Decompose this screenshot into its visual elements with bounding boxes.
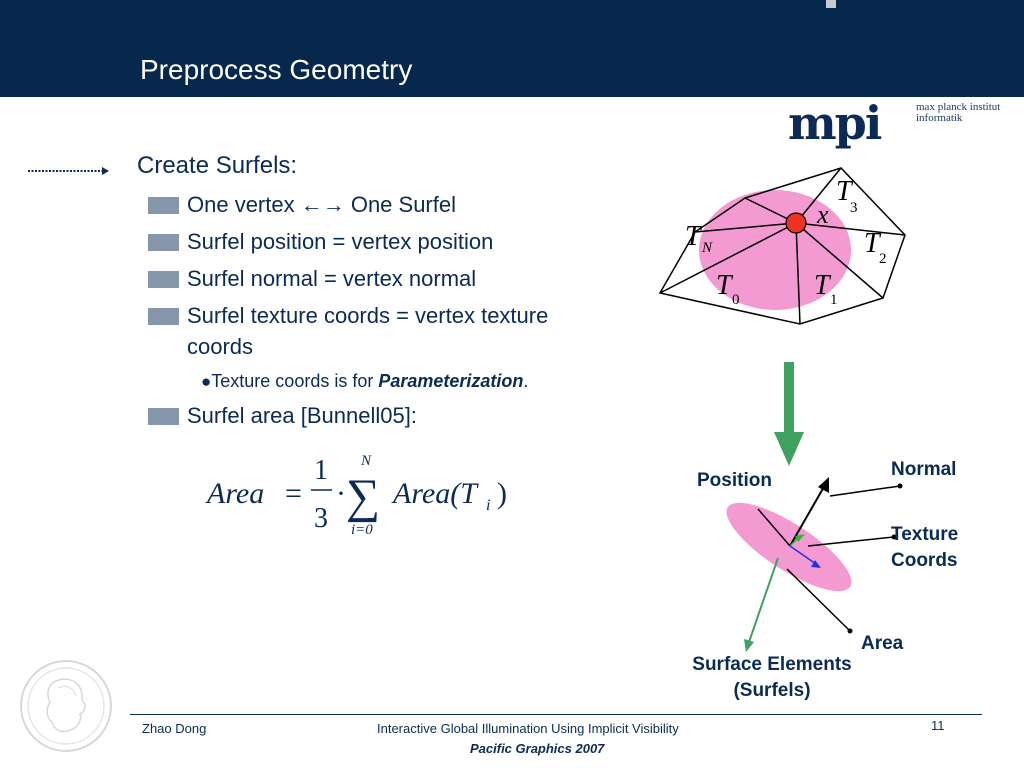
bullet-square-icon [148,197,179,214]
footer-author: Zhao Dong [142,721,207,736]
mesh-edge [795,222,906,236]
label-t1: T [814,270,832,301]
label-normal: Normal [891,459,957,480]
footer-conference: Pacific Graphics 2007 [470,741,605,756]
sub-bullet-text: Texture coords is for [211,371,379,391]
logo-line-2: informatik [916,112,963,124]
bullet-square-icon [148,234,179,251]
mesh-edge [795,167,842,224]
formula-lhs: Area [205,477,264,510]
page-number: 11 [931,718,945,733]
bullet-item-continued: coords [187,334,254,359]
sum-lower-limit: i=0 [351,522,373,538]
bullet-item: Surfel area [Bunnell05]: [187,403,417,428]
bullet-square-icon [148,271,179,288]
label-texture-coords: Texture Coords [891,522,958,574]
bullet-item: One vertex ←→ One Surfel [187,192,456,217]
area-leader [786,568,851,632]
sub-bullet-suffix: . [523,371,529,391]
sub-bullet: ●Texture coords is for Parameterization. [201,371,528,392]
label-texture-line-1: Texture [891,524,959,545]
surfel-diagram [726,477,903,652]
surfel-ellipse [726,502,852,592]
label-position: Position [697,470,772,491]
label-surface-elements: Surface Elements (Surfels) [676,652,868,704]
label-t3: T [836,176,854,207]
footer-divider [130,714,982,715]
slide-title: Preprocess Geometry [140,54,413,85]
label-surface-line-2: (Surfels) [733,680,811,701]
mesh-edge [795,222,884,299]
surfel-disk [699,190,851,310]
sum-sign: ∑ [346,470,380,523]
bullet-square-icon [148,408,179,425]
normal-leader [829,485,901,497]
label-texture-line-2: Coords [891,550,958,571]
slide-header: Preprocess Geometry [0,0,1024,97]
label-x: x [816,200,829,229]
minerva-seal-icon [20,660,112,752]
mpi-logo: mpi [788,96,882,150]
formula-term-close: ) [497,477,507,510]
dotted-arrow-icon [28,167,109,175]
texture-leader [807,536,895,547]
section-heading: Create Surfels: [137,152,298,179]
sum-upper-limit: N [360,453,372,469]
normal-arrowhead [818,477,829,493]
formula-term-subscript: i [486,497,490,514]
down-arrow-icon [774,362,804,466]
formula-fraction-denominator: 3 [314,503,328,534]
normal-arrow [789,484,826,547]
label-t1-sub: 1 [830,292,838,308]
area-formula: Area = 1 3 · N ∑ i=0 Area(T i ) [205,453,507,538]
bullet-item: Surfel texture coords = vertex texture [187,303,549,328]
surfel-leader [748,557,779,643]
label-surface-line-1: Surface Elements [692,654,852,675]
bullet-dot-icon: ● [201,372,212,391]
label-area: Area [861,633,904,654]
sub-bullet-emphasis: Parameterization [378,371,524,391]
mesh-edge [795,222,801,325]
bullet-item: Surfel normal = vertex normal [187,266,477,291]
mesh-outline [658,167,906,325]
label-t0-sub: 0 [732,292,740,308]
footer-talk-title: Interactive Global Illumination Using Im… [377,721,679,736]
triangle-fan-diagram: T 3 x T N T 2 T 0 T 1 [658,167,906,325]
tangent-v-arrow [789,545,817,565]
formula-equals: = [285,477,302,510]
label-tn: T [685,221,703,252]
label-t0: T [716,270,734,301]
formula-fraction-numerator: 1 [314,455,328,486]
mesh-edge [659,222,797,294]
logo-line-1: max planck institut [916,101,1001,113]
mpi-logo-text: max planck institut informatik [916,102,1000,124]
vertex-x [785,212,807,234]
bullet-square-icon [148,308,179,325]
mesh-edge [694,222,797,233]
bullet-item: Surfel position = vertex position [187,229,494,254]
label-t2-sub: 2 [879,251,887,267]
formula-term: Area(T [391,477,479,510]
label-tn-sub: N [701,240,713,256]
label-t2: T [864,228,882,259]
formula-dot: · [336,477,346,510]
label-t3-sub: 3 [850,200,858,216]
header-corner-mark [826,0,836,8]
position-leader [757,508,791,547]
